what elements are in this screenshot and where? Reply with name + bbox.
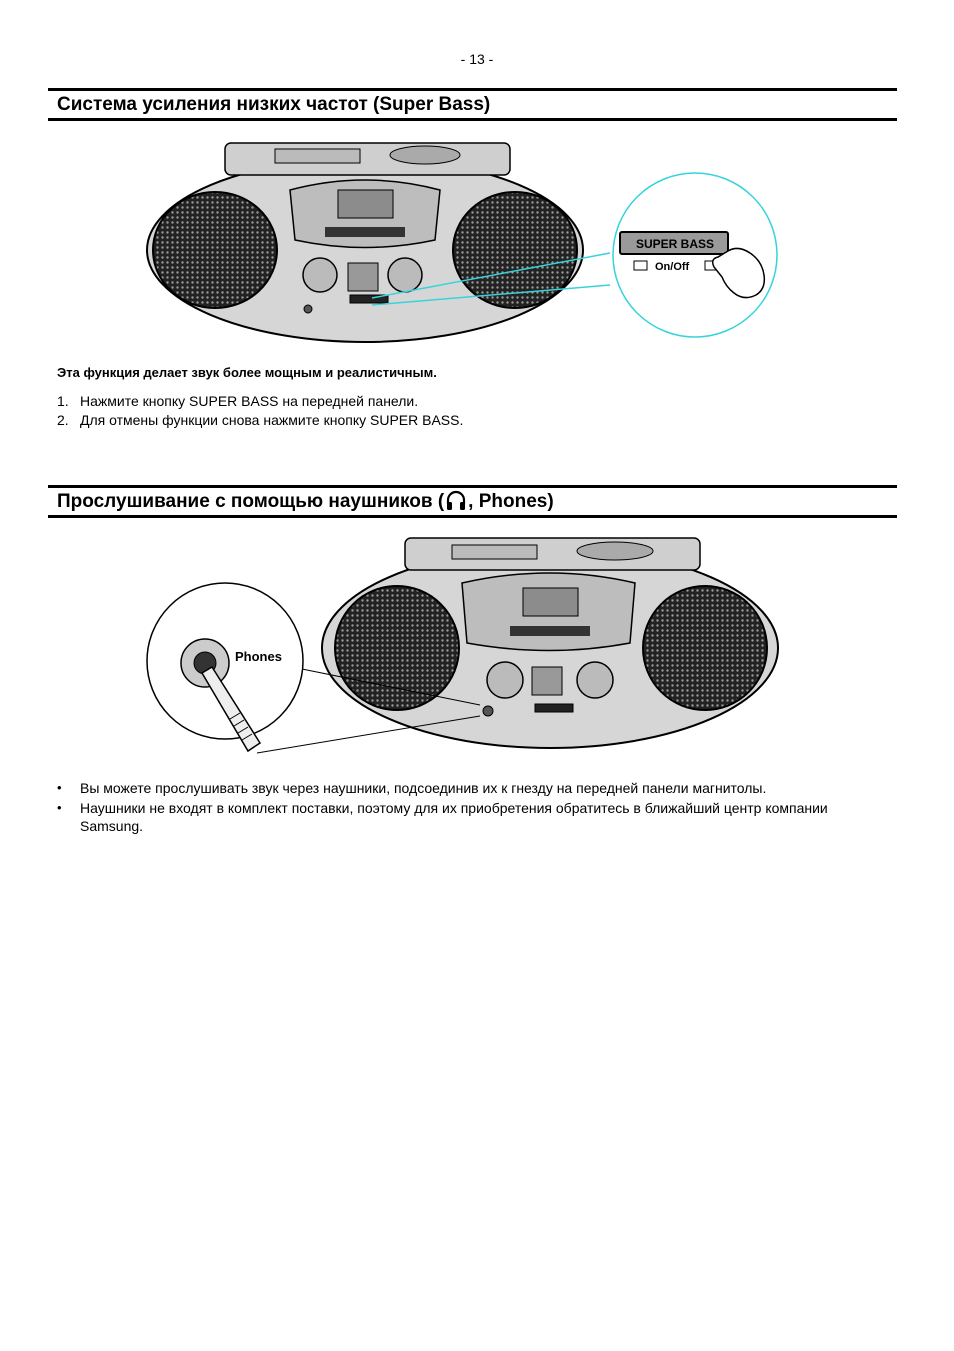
phones-illustration: Phones bbox=[146, 537, 779, 754]
list-item: 1.Нажмите кнопку SUPER BASS на передней … bbox=[57, 393, 419, 409]
section-header-super-bass: Система усиления низких частот (Super Ba… bbox=[48, 88, 897, 121]
phones-jack-label: Phones bbox=[235, 649, 282, 664]
headphone-plug-icon bbox=[200, 665, 262, 753]
section-header-phones: Прослушивание с помощью наушников (, Pho… bbox=[48, 485, 897, 518]
super-bass-button-label: SUPER BASS bbox=[636, 237, 714, 251]
hand-icon bbox=[711, 247, 766, 299]
on-off-label: On/Off bbox=[655, 261, 690, 273]
super-bass-steps: 1.Нажмите кнопку SUPER BASS на передней … bbox=[57, 392, 463, 430]
list-item: •Наушники не входят в комплект поставки,… bbox=[57, 800, 828, 834]
headphones-icon bbox=[447, 490, 466, 510]
section-title-super-bass: Система усиления низких частот (Super Ba… bbox=[57, 94, 491, 115]
list-item: 2.Для отмены функции снова нажмите кнопк… bbox=[57, 412, 464, 428]
page-number: - 13 - bbox=[460, 51, 494, 67]
super-bass-intro: Эта функция делает звук более мощным и р… bbox=[57, 365, 437, 380]
super-bass-illustration: SUPER BASS On/Off bbox=[146, 142, 778, 343]
boombox-icon bbox=[321, 537, 779, 749]
boombox-icon bbox=[146, 142, 584, 343]
list-item: •Вы можете прослушивать звук через наушн… bbox=[57, 780, 767, 796]
phones-notes: •Вы можете прослушивать звук через наушн… bbox=[57, 779, 877, 837]
section-title-phones: Прослушивание с помощью наушников (, Pho… bbox=[57, 490, 554, 512]
